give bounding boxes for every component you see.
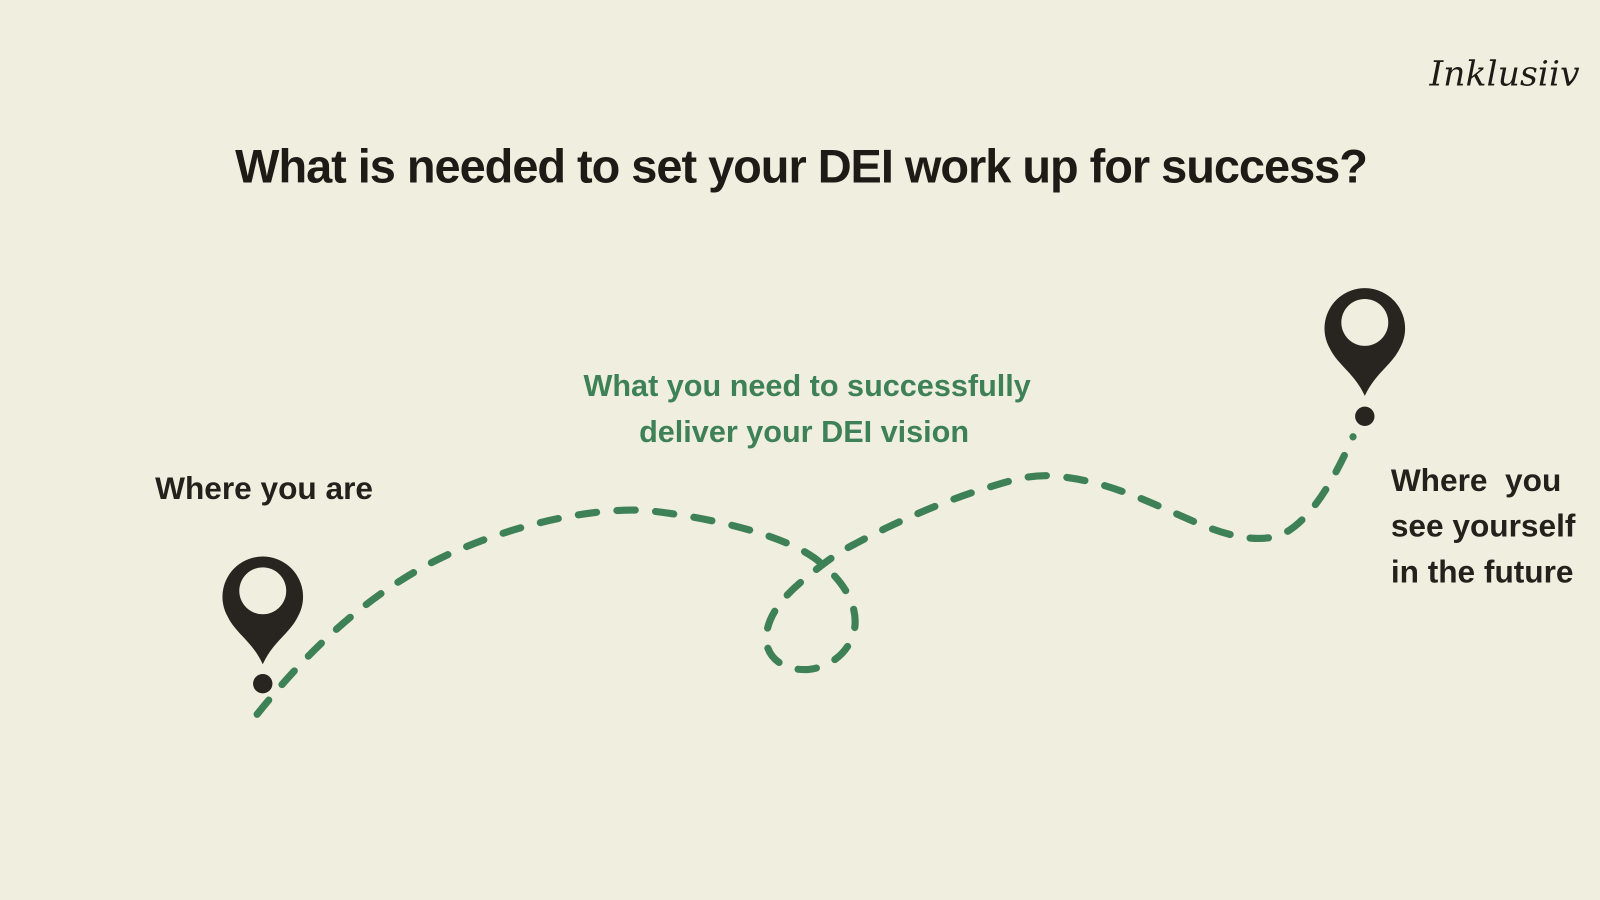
- path-label: What you need to successfully deliver yo…: [583, 369, 1030, 449]
- path-label-line-2: deliver your DEI vision: [639, 415, 969, 449]
- pin-base-dot: [253, 673, 273, 694]
- path-label-line-1: What you need to successfully: [583, 369, 1030, 403]
- start-label: Where you are: [155, 470, 373, 506]
- pin-marker-shape: [1324, 288, 1406, 396]
- pin-marker-shape: [222, 556, 304, 665]
- page-title: What is needed to set your DEI work up f…: [235, 141, 1367, 193]
- end-label-line-1: Where you: [1391, 462, 1561, 498]
- end-map-pin-icon: [1324, 288, 1406, 427]
- start-map-pin-icon: [222, 556, 304, 694]
- pin-base-dot: [1355, 406, 1375, 427]
- end-label-line-3: in the future: [1391, 554, 1574, 590]
- dashed-journey-path: [253, 433, 1357, 718]
- end-label-line-2: see yourself: [1391, 508, 1576, 544]
- brand-logo: Inklusiiv: [1428, 55, 1579, 95]
- end-label: Where you see yourself in the future: [1391, 462, 1576, 590]
